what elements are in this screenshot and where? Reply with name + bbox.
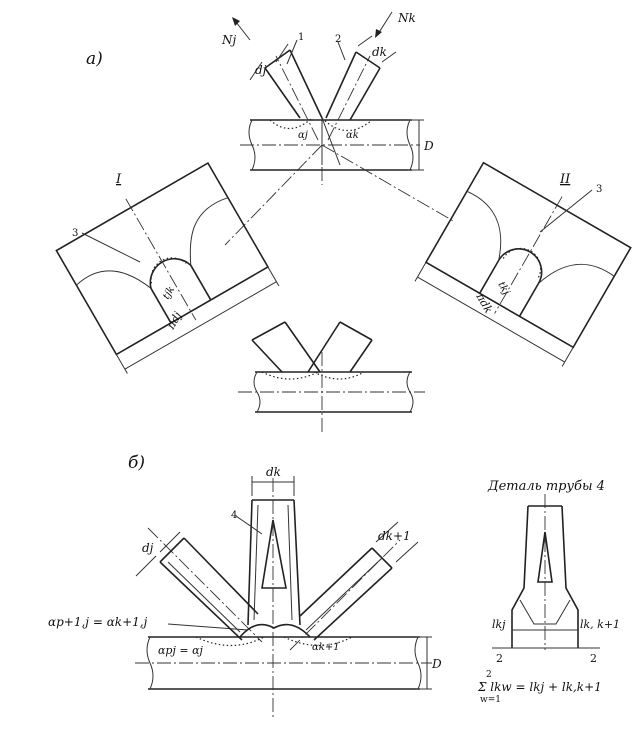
part-b: б) D dk 4 <box>48 453 442 718</box>
view-II-label: II <box>559 172 571 187</box>
dim-dj-b: dj <box>142 541 154 555</box>
dim-dk1-b: dk+1 <box>378 529 411 543</box>
brace-k-b: dk 4 <box>231 465 301 718</box>
callout-3-left: 3 <box>72 228 78 239</box>
half-right: 2 <box>590 652 597 665</box>
dim-dj-a: dj <box>255 63 267 77</box>
l-kk1-label: lk, k+1 <box>580 618 620 631</box>
sum-upper: 2 <box>486 670 492 680</box>
half-left: 2 <box>496 652 503 665</box>
brace-j-a: dj Nj 1 <box>221 17 323 141</box>
angle-alpha-j-a: αj <box>298 130 308 141</box>
brace-k-a: dk Nk 2 <box>325 11 416 141</box>
view-I-frame <box>55 161 270 356</box>
dim-tkj: tkj <box>495 280 511 297</box>
overlap-joint-a <box>238 321 425 432</box>
chord-pipe-a: D <box>240 119 434 171</box>
dim-pi-dk: πdk <box>473 290 495 316</box>
part-b-label: б) <box>128 453 145 473</box>
sum-lower: w=1 <box>480 695 501 705</box>
detail-title: Деталь трубы 4 <box>487 479 605 494</box>
brace-k1-b: dk+1 <box>289 521 419 651</box>
l-kj-label: lkj <box>492 618 506 631</box>
callout-4: 4 <box>231 510 237 521</box>
alpha-eq-label: αp+1,j = αk+1,j <box>48 615 148 629</box>
force-nj: Nj <box>221 33 237 47</box>
detail-pipe-4: Деталь трубы 4 lkj lk, k+1 2 2 2 Σ lkw =… <box>477 479 620 705</box>
callout-1: 1 <box>298 32 304 43</box>
dim-D-b: D <box>431 657 442 671</box>
alpha-pj-label: αpj = αj <box>158 644 204 657</box>
brace-j-b: dj <box>135 527 263 643</box>
dim-tjk: tjk <box>161 285 177 302</box>
dim-dk-a: dk <box>372 45 387 59</box>
sum-formula: Σ lkw = lkj + lk,k+1 <box>477 680 602 694</box>
dim-D-a: D <box>423 139 434 153</box>
force-nk: Nk <box>397 11 416 25</box>
view-I: I 3 tjk πdj <box>55 161 280 374</box>
view-I-label: I <box>115 172 122 187</box>
view-II: II 3 tkj πdk <box>414 161 632 367</box>
dim-pi-dj: πdj <box>164 309 185 332</box>
callout-2: 2 <box>335 34 341 45</box>
part-a: а) D dj Nj 1 <box>86 11 456 246</box>
callout-3-right: 3 <box>596 184 602 195</box>
part-a-label: а) <box>86 49 103 69</box>
dim-dk-b: dk <box>266 465 281 479</box>
alpha-k1-label: αk+1 <box>312 642 340 653</box>
angle-alpha-k-a: αk <box>346 130 359 141</box>
